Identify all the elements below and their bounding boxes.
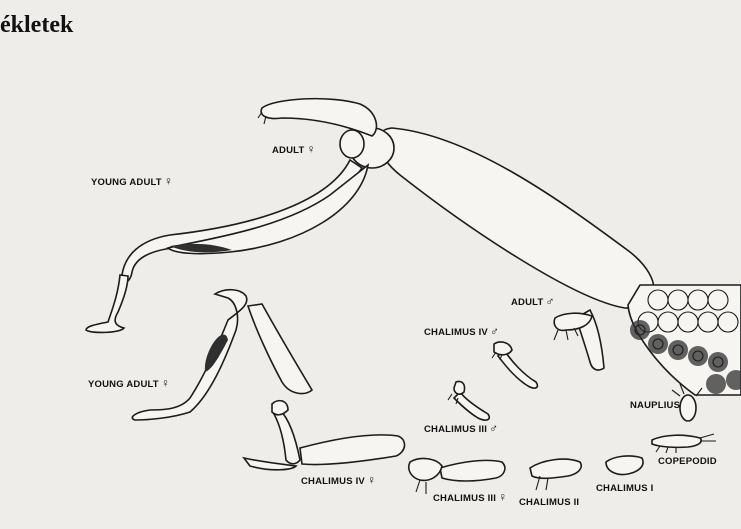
label-copepodid: COPEPODID	[658, 456, 717, 467]
label-nauplius-text: NAUPLIUS	[630, 400, 680, 411]
label-chalimus-iii-male-text: CHALIMUS III	[424, 424, 487, 435]
adult-female-drawing	[86, 99, 654, 333]
label-young-adult-female-bottom: YOUNG ADULT♀	[88, 376, 170, 390]
label-young-adult-female-top-text: YOUNG ADULT	[91, 177, 162, 188]
label-chalimus-ii: CHALIMUS II	[519, 497, 579, 508]
label-nauplius: NAUPLIUS	[630, 400, 680, 411]
young-adult-female-drawing	[132, 290, 312, 420]
female-symbol: ♀	[164, 174, 173, 188]
label-adult-male-text: ADULT	[511, 297, 543, 308]
female-symbol: ♀	[306, 142, 315, 156]
chalimus-iv-male-drawing	[492, 342, 537, 388]
label-chalimus-iv-male: CHALIMUS IV♂	[424, 324, 499, 338]
egg-string-drawing	[628, 285, 741, 395]
male-symbol: ♂	[490, 324, 499, 338]
label-chalimus-i: CHALIMUS I	[596, 483, 653, 494]
copepodid-drawing	[652, 434, 716, 453]
label-young-adult-female-bottom-text: YOUNG ADULT	[88, 379, 159, 390]
label-chalimus-iii-male: CHALIMUS III♂	[424, 421, 498, 435]
female-symbol: ♀	[498, 490, 507, 504]
male-symbol: ♂	[489, 421, 498, 435]
label-chalimus-iv-male-text: CHALIMUS IV	[424, 327, 488, 338]
chalimus-i-drawing	[606, 456, 643, 475]
chalimus-iii-female-drawing	[409, 459, 505, 494]
label-young-adult-female-top: YOUNG ADULT♀	[91, 174, 173, 188]
label-adult-male: ADULT♂	[511, 294, 555, 308]
label-chalimus-ii-text: CHALIMUS II	[519, 497, 579, 508]
label-chalimus-iv-female-text: CHALIMUS IV	[301, 476, 365, 487]
label-chalimus-iii-female: CHALIMUS III♀	[433, 490, 507, 504]
adult-male-drawing	[554, 310, 604, 370]
female-symbol: ♀	[161, 376, 170, 390]
label-chalimus-i-text: CHALIMUS I	[596, 483, 653, 494]
chalimus-iii-male-drawing	[448, 381, 489, 420]
label-adult-female-text: ADULT	[272, 145, 304, 156]
label-copepodid-text: COPEPODID	[658, 456, 717, 467]
female-symbol: ♀	[367, 473, 376, 487]
label-chalimus-iv-female: CHALIMUS IV♀	[301, 473, 376, 487]
label-chalimus-iii-female-text: CHALIMUS III	[433, 493, 496, 504]
male-symbol: ♂	[545, 294, 554, 308]
label-adult-female: ADULT♀	[272, 142, 316, 156]
chalimus-iv-female-drawing	[244, 401, 405, 470]
chalimus-ii-drawing	[530, 459, 581, 490]
